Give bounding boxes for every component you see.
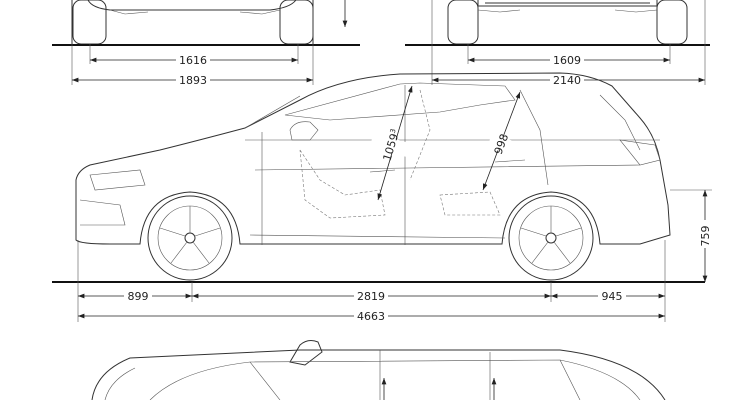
front-overhang-label: 899 — [128, 290, 149, 303]
rear-overhang-label: 945 — [602, 290, 623, 303]
wheelbase-label: 2819 — [357, 290, 385, 303]
rear-view: 1609 2140 — [405, 0, 710, 87]
front-width-label: 1893 — [179, 74, 207, 87]
rear-track-label: 1609 — [553, 54, 581, 67]
front-track-label: 1616 — [179, 54, 207, 67]
rear-wheel — [508, 195, 594, 281]
front-wheel — [147, 195, 233, 281]
top-view — [91, 340, 666, 400]
length-label: 4663 — [357, 310, 385, 323]
side-view: 10593 998 899 2819 945 4663 759 — [52, 72, 712, 323]
rear-width-label: 2140 — [553, 74, 581, 87]
loading-height-label: 759 — [699, 226, 712, 247]
front-view: 1616 1893 — [52, 0, 360, 87]
